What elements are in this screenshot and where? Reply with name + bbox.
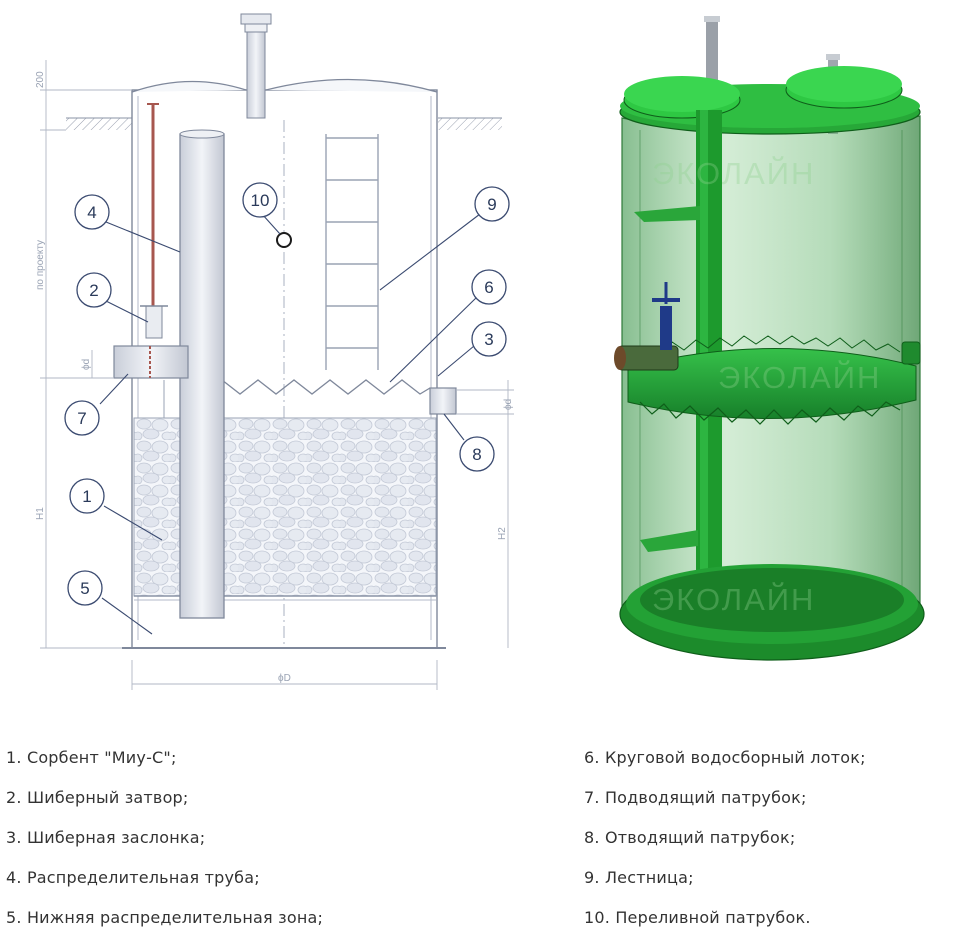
render-shelf-lower (640, 530, 698, 552)
svg-text:4: 4 (87, 203, 96, 222)
callout-6: 6 (471, 269, 507, 305)
svg-text:5: 5 (80, 579, 89, 598)
collecting-tray (221, 379, 431, 395)
svg-text:10: 10 (251, 191, 270, 210)
outlet-pipe (429, 387, 457, 415)
sorbent-layer (133, 417, 437, 597)
svg-text:9: 9 (487, 195, 496, 214)
watermark-1: ЭКОЛАЙН (652, 155, 815, 191)
legend-item-8: 8. Отводящий патрубок; (584, 828, 796, 847)
legend-item-6: 6. Круговой водосборный лоток; (584, 748, 866, 767)
lid-right (265, 78, 438, 93)
callout-3: 3 (471, 321, 507, 357)
render-shelf-upper (634, 206, 700, 222)
callout-1: 1 (69, 478, 105, 514)
svg-text:1: 1 (82, 487, 91, 506)
legend-item-1: 1. Сорбент "Миу-С"; (6, 748, 177, 767)
svg-text:7: 7 (77, 409, 86, 428)
leader-lines (99, 213, 481, 635)
render-gate-valve (660, 306, 672, 350)
ground-right (438, 118, 502, 130)
svg-text:3: 3 (484, 330, 493, 349)
legend-column-left: 1. Сорбент "Миу-С"; 2. Шиберный затвор; … (6, 738, 323, 938)
svg-text:2: 2 (89, 281, 98, 300)
dimension-lines (40, 60, 514, 690)
callout-4: 4 (74, 194, 110, 230)
tank-render: ЭКОЛАЙН ЭКОЛАЙН ЭКОЛАЙН (614, 16, 925, 661)
legend-item-2: 2. Шиберный затвор; (6, 788, 189, 807)
svg-text:8: 8 (472, 445, 481, 464)
callout-2: 2 (76, 272, 112, 308)
callout-10: 10 (242, 182, 278, 218)
dim-top: 200 (35, 71, 46, 88)
legend-item-9: 9. Лестница; (584, 868, 694, 887)
gate-valve (145, 305, 163, 339)
dim-inlet: ϕd (81, 359, 92, 370)
ground-left (66, 118, 132, 130)
legend: 1. Сорбент "Миу-С"; 2. Шиберный затвор; … (0, 738, 955, 948)
legend-item-3: 3. Шиберная заслонка; (6, 828, 206, 847)
callout-5: 5 (67, 570, 103, 606)
callout-7: 7 (64, 400, 100, 436)
filter-diagram: 200 по проекту ϕd H1 H2 ϕd ϕD 1 2 (35, 13, 925, 690)
dim-side: по проекту (35, 240, 46, 290)
distribution-pipe (179, 133, 225, 619)
render-collecting-ring (627, 348, 917, 419)
dim-h2: H2 (497, 527, 508, 540)
render-outlet-pipe (901, 341, 921, 365)
legend-item-4: 4. Распределительная труба; (6, 868, 260, 887)
dim-h1: H1 (35, 507, 46, 520)
svg-text:6: 6 (484, 278, 493, 297)
legend-item-10: 10. Переливной патрубок. (584, 908, 811, 927)
callout-8: 8 (459, 436, 495, 472)
watermark-3: ЭКОЛАЙН (652, 581, 815, 617)
overflow-pipe (276, 232, 292, 248)
legend-item-5: 5. Нижняя распределительная зона; (6, 908, 324, 927)
watermark-2: ЭКОЛАЙН (718, 359, 881, 395)
callout-9: 9 (474, 186, 510, 222)
legend-item-7: 7. Подводящий патрубок; (584, 788, 807, 807)
dim-outlet: ϕd (503, 399, 514, 410)
legend-column-right: 6. Круговой водосборный лоток; 7. Подвод… (584, 738, 866, 938)
rod-left (706, 18, 718, 88)
lid-left (131, 80, 247, 93)
vent-pipe (246, 31, 266, 119)
ladder (325, 134, 379, 370)
dim-diameter: ϕD (278, 673, 291, 684)
technical-drawing: 200 по проекту ϕd H1 H2 ϕd ϕD 1 2 (35, 13, 514, 690)
